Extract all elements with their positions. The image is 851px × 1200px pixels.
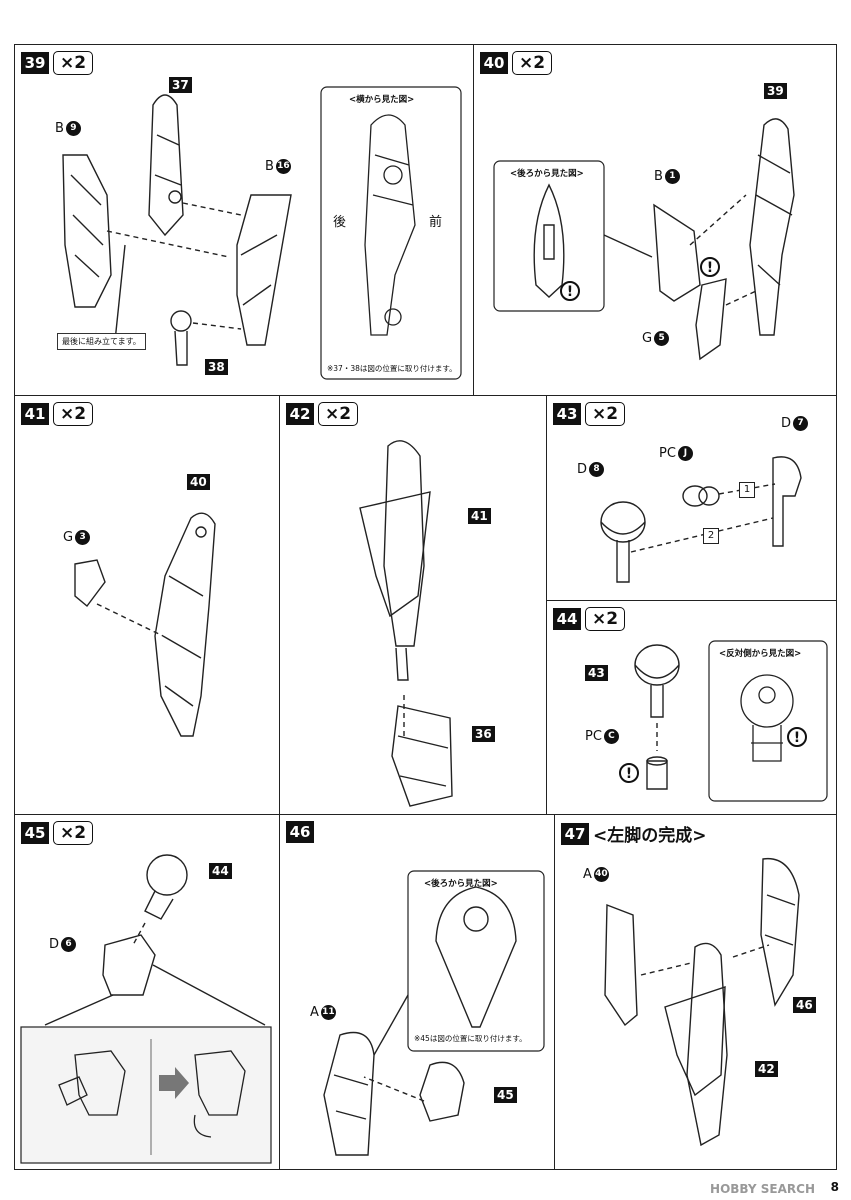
part-number-badge: 11 [320, 1005, 336, 1020]
step-45-drawing [20, 854, 272, 1164]
ref-step-37: 37 [169, 77, 192, 93]
step-header: 47 <左脚の完成> [561, 821, 707, 846]
ref-step-40: 40 [187, 474, 210, 490]
step-number: 39 [21, 52, 49, 74]
assembly-order-1: 1 [739, 482, 755, 498]
multiplier: ×2 [585, 402, 626, 426]
multiplier: ×2 [53, 821, 94, 845]
part-number-badge: C [603, 729, 619, 744]
step-42-drawing [359, 440, 453, 807]
inset-note: ※37・38は図の位置に取り付けます。 [327, 364, 457, 373]
part-number-badge: 3 [75, 530, 91, 545]
step-header: 41 ×2 [21, 402, 94, 426]
ref-step-39: 39 [764, 83, 787, 99]
step-header: 40 ×2 [480, 51, 553, 75]
step-40-drawing [493, 118, 795, 361]
ref-step-43: 43 [585, 665, 608, 681]
part-number-badge: 8 [589, 462, 605, 477]
multiplier: ×2 [512, 51, 553, 75]
part-number-badge: 16 [275, 159, 291, 174]
step-number: 46 [286, 821, 314, 843]
step-header: 43 ×2 [553, 402, 626, 426]
inset-title: <横から見た図> [349, 95, 415, 105]
step-42-panel: 42 ×2 41 36 [279, 395, 547, 815]
step-46-drawing [323, 870, 545, 1156]
multiplier: ×2 [53, 51, 94, 75]
part-number-badge: 5 [654, 331, 670, 346]
label-back: 後 [333, 215, 347, 230]
step-number: 45 [21, 822, 49, 844]
multiplier: ×2 [53, 402, 94, 426]
step-43-drawing [600, 456, 802, 583]
step-number: 47 [561, 822, 589, 845]
inset-title: <後ろから見た図> [424, 879, 498, 889]
page-number: 8 [830, 1180, 839, 1194]
step-title: <左脚の完成> [593, 826, 707, 846]
step-number: 40 [480, 52, 508, 74]
part-number-badge: 1 [664, 169, 680, 184]
multiplier: ×2 [318, 402, 359, 426]
step-header: 39 ×2 [21, 51, 94, 75]
step-47-drawing [604, 857, 800, 1147]
step-44-drawing [634, 640, 828, 802]
label-front: 前 [429, 215, 443, 230]
part-number-badge: 6 [61, 937, 77, 952]
ref-step-46: 46 [793, 997, 816, 1013]
ref-step-44: 44 [209, 863, 232, 879]
step-header: 44 ×2 [553, 607, 626, 631]
step-header: 46 [286, 821, 314, 843]
warning-icon: ! [787, 727, 807, 747]
inset-title: <反対側から見た図> [719, 649, 802, 659]
ref-step-41: 41 [468, 508, 491, 524]
step-39-drawing [62, 86, 462, 380]
part-number-badge: 9 [65, 121, 81, 136]
step-number: 43 [553, 403, 581, 425]
part-number-badge: 7 [793, 416, 809, 431]
ref-step-38: 38 [205, 359, 228, 375]
step-number: 42 [286, 403, 314, 425]
step-41-drawing [74, 512, 216, 737]
assembly-order-2: 2 [703, 528, 719, 544]
step-header: 45 ×2 [21, 821, 94, 845]
hobby-search-logo: HOBBY SEARCH [710, 1182, 815, 1196]
warning-icon: ! [560, 281, 580, 301]
warning-icon: ! [619, 763, 639, 783]
multiplier: ×2 [585, 607, 626, 631]
step-number: 44 [553, 608, 581, 630]
ref-step-36: 36 [472, 726, 495, 742]
inset-title: <後ろから見た図> [510, 169, 584, 179]
part-number-badge: J [677, 446, 693, 461]
part-number-badge: 40 [593, 867, 609, 882]
step-header: 42 ×2 [286, 402, 359, 426]
warning-icon: ! [700, 257, 720, 277]
ref-step-42: 42 [755, 1061, 778, 1077]
inset-note: ※45は図の位置に取り付けます。 [414, 1034, 527, 1043]
step-number: 41 [21, 403, 49, 425]
assembly-note: 最後に組み立てます。 [57, 333, 146, 350]
ref-step-45: 45 [494, 1087, 517, 1103]
